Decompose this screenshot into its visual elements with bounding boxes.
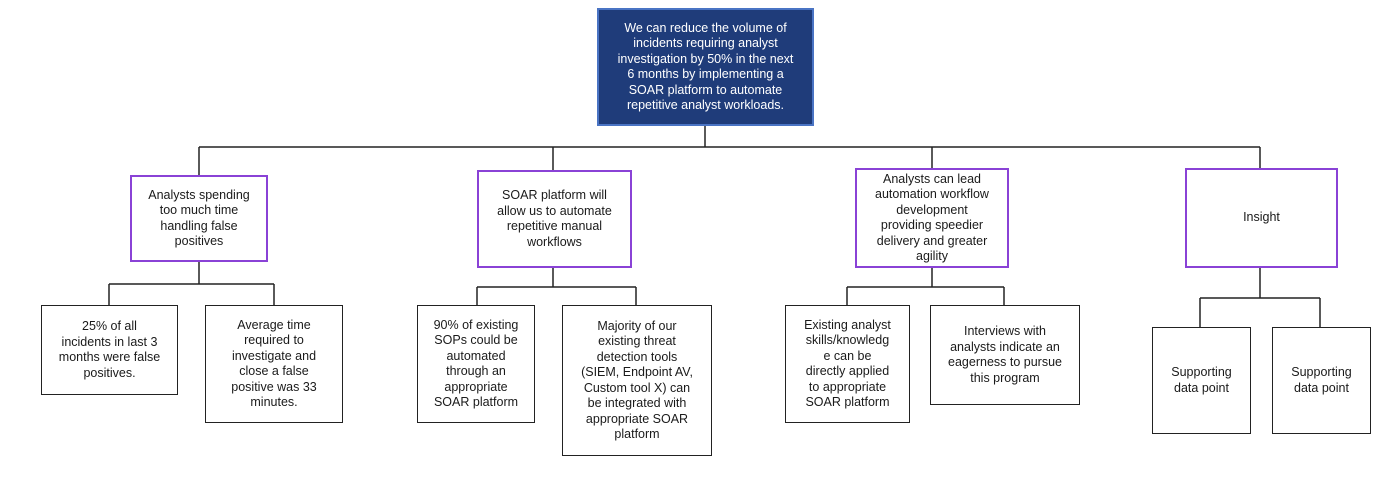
hypothesis-box: We can reduce the volume of incidents re… bbox=[597, 8, 814, 126]
branch-box-3: Analysts can lead automation workflow de… bbox=[855, 168, 1009, 268]
support-box-1-2: Average time required to investigate and… bbox=[205, 305, 343, 423]
support-box-2-1: 90% of existing SOPs could be automated … bbox=[417, 305, 535, 423]
support-text: Supporting data point bbox=[1291, 365, 1352, 395]
support-box-1-1: 25% of all incidents in last 3 months we… bbox=[41, 305, 178, 395]
support-box-3-2: Interviews with analysts indicate an eag… bbox=[930, 305, 1080, 405]
support-text: Interviews with analysts indicate an eag… bbox=[948, 324, 1062, 385]
branch-text: Analysts spending too much time handling… bbox=[148, 187, 250, 249]
branch-text: Insight bbox=[1243, 210, 1280, 225]
support-box-4-2: Supporting data point bbox=[1272, 327, 1371, 434]
hypothesis-text: We can reduce the volume of incidents re… bbox=[617, 20, 794, 113]
support-box-2-2: Majority of our existing threat detectio… bbox=[562, 305, 712, 456]
branch-box-1: Analysts spending too much time handling… bbox=[130, 175, 268, 262]
support-text: Average time required to investigate and… bbox=[231, 317, 317, 410]
support-text: 25% of all incidents in last 3 months we… bbox=[58, 319, 161, 380]
branch-text: SOAR platform will allow us to automate … bbox=[497, 188, 612, 249]
branch-text: Analysts can lead automation workflow de… bbox=[875, 171, 989, 264]
support-text: Existing analyst skills/knowledg e can b… bbox=[804, 317, 891, 410]
support-text: 90% of existing SOPs could be automated … bbox=[433, 317, 519, 410]
branch-box-2: SOAR platform will allow us to automate … bbox=[477, 170, 632, 268]
support-box-3-1: Existing analyst skills/knowledg e can b… bbox=[785, 305, 910, 423]
support-box-4-1: Supporting data point bbox=[1152, 327, 1251, 434]
branch-box-4: Insight bbox=[1185, 168, 1338, 268]
support-text: Majority of our existing threat detectio… bbox=[581, 318, 693, 442]
support-text: Supporting data point bbox=[1171, 365, 1232, 395]
